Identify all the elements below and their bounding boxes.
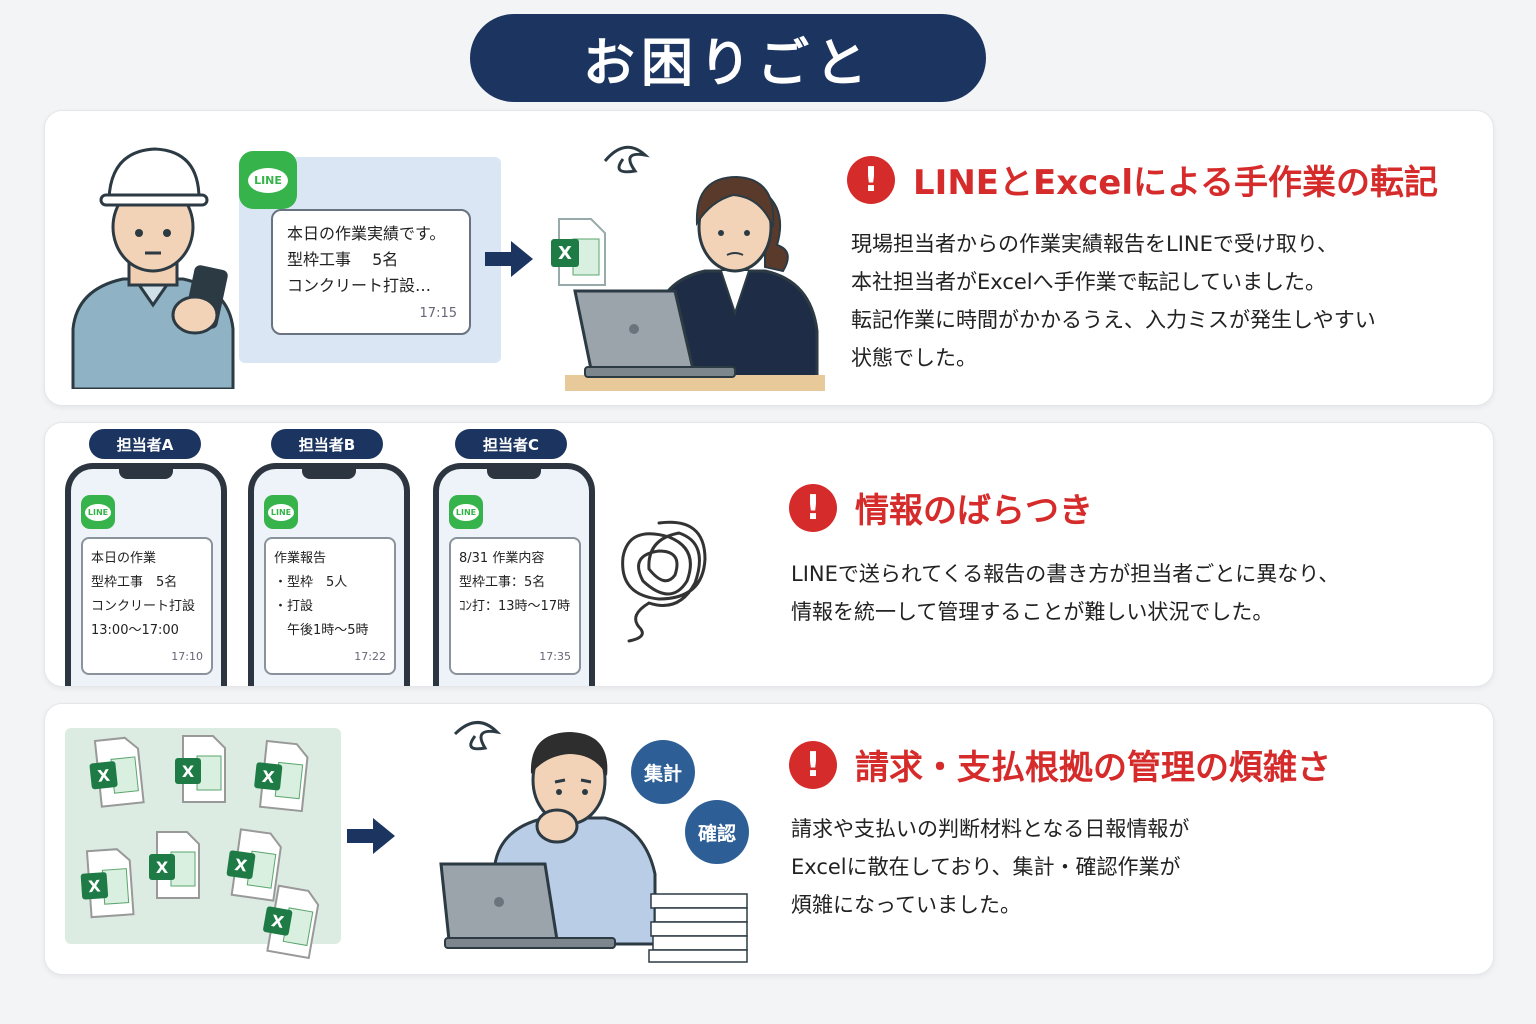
issue1-heading-text: LINEとExcelによる手作業の転記 [913,163,1438,203]
issue2-heading-text: 情報のばらつき [855,491,1093,531]
svg-text:X: X [233,855,249,876]
svg-text:X: X [261,767,276,787]
message-line: ・型枠 5人 [274,575,348,590]
person-c-label: 担当者C [455,429,567,459]
svg-text:X: X [156,858,169,877]
message-line: 型枠工事 5名 [91,575,178,590]
issue1-description: 現場担当者からの作業実績報告をLINEで受け取り、 本社担当者がExcelへ手作… [851,232,1376,370]
message-time: 17:22 [354,650,386,663]
message-time: 17:10 [171,650,203,663]
line-message: 本日の作業実績です。 型枠工事 5名 コンクリート打設… 17:15 [271,209,471,335]
page-title-banner: お困りごと [470,14,986,102]
scattered-excel-files: X X X X X X [80,735,320,960]
message-line: 型枠工事：5名 [459,575,546,590]
message-line: コンクリート打設 [91,599,196,614]
arrow-right-icon [485,241,533,277]
message-line: 8/31 作業内容 [459,551,545,566]
phone-person-b: LINE 作業報告 ・型枠 5人 ・打設 午後1時〜5時 17:22 [248,463,410,686]
message-line: 型枠工事 5名 [287,250,399,269]
issue-card-billing-management: X X X X X X [44,703,1494,975]
excel-file-icon: X [226,828,282,902]
excel-file-icon: X [149,831,200,899]
issue2-description: LINEで送られてくる報告の書き方が担当者ごとに異なり、 情報を統一して管理する… [791,562,1340,624]
excel-file-icon: X [263,884,320,960]
warning-icon: ! [847,155,895,204]
excel-file-icon: X [551,218,606,286]
tangle-icon [621,520,707,643]
line-message: 本日の作業 型枠工事 5名 コンクリート打設 13:00〜17:00 17:10 [81,537,213,675]
message-line: ・打設 [274,599,314,614]
warning-icon: ! [789,740,837,789]
issue3-heading-text: 請求・支払根拠の管理の煩雑さ [855,748,1331,788]
line-logo-icon: LINE [239,151,297,209]
issue2-heading: ! 情報のばらつき [789,483,1093,532]
issue1-heading: ! LINEとExcelによる手作業の転記 [847,155,1438,204]
message-line: 13:00〜17:00 [91,623,179,638]
office-worker-illustration [565,145,825,391]
arrow-right-icon [347,818,395,854]
issue3-description: 請求や支払いの判断材料となる日報情報が Excelに散在しており、集計・確認作業… [791,817,1190,917]
warning-icon: ! [789,483,837,532]
tag-confirm: 確認 [685,800,749,864]
thinking-man-illustration [439,721,748,963]
phone-person-a: LINE 本日の作業 型枠工事 5名 コンクリート打設 13:00〜17:00 … [65,463,227,686]
excel-file-icon: X [80,848,135,919]
issue-card-manual-transcription: LINE 本日の作業実績です。 型枠工事 5名 コンクリート打設… 17:15 … [44,110,1494,406]
svg-text:X: X [558,243,572,264]
line-message: 8/31 作業内容 型枠工事：5名 ｺﾝ打：13時〜17時 17:35 [449,537,581,675]
line-logo-icon: LINE [81,495,115,529]
site-worker-illustration [71,147,235,389]
page-title: お困りごと [582,33,873,94]
person-b-label: 担当者B [271,429,383,459]
message-line: 本日の作業 [91,551,157,566]
person-a-label: 担当者A [89,429,201,459]
svg-text:X: X [88,876,102,896]
message-line: 午後1時〜5時 [274,623,369,638]
phone-person-c: LINE 8/31 作業内容 型枠工事：5名 ｺﾝ打：13時〜17時 17:35 [433,463,595,686]
issue3-heading: ! 請求・支払根拠の管理の煩雑さ [789,740,1331,789]
message-line: コンクリート打設… [287,276,432,295]
line-message: 作業報告 ・型枠 5人 ・打設 午後1時〜5時 17:22 [264,537,396,675]
line-logo-icon: LINE [449,495,483,529]
excel-file-icon: X [175,735,226,803]
svg-text:X: X [270,911,286,932]
message-time: 17:35 [539,650,571,663]
excel-file-icon: X [89,736,145,808]
excel-file-icon: X [254,739,309,813]
tag-aggregate: 集計 [631,740,695,804]
line-logo-icon: LINE [264,495,298,529]
message-line: ｺﾝ打：13時〜17時 [459,599,571,614]
message-line: 作業報告 [274,551,327,566]
message-line: 本日の作業実績です。 [287,224,446,243]
message-time: 17:15 [419,306,457,321]
svg-text:X: X [96,766,111,786]
issue-card-inconsistent-info: 担当者A LINE 本日の作業 型枠工事 5名 コンクリート打設 13:00〜1… [44,422,1494,687]
svg-text:X: X [182,762,195,781]
